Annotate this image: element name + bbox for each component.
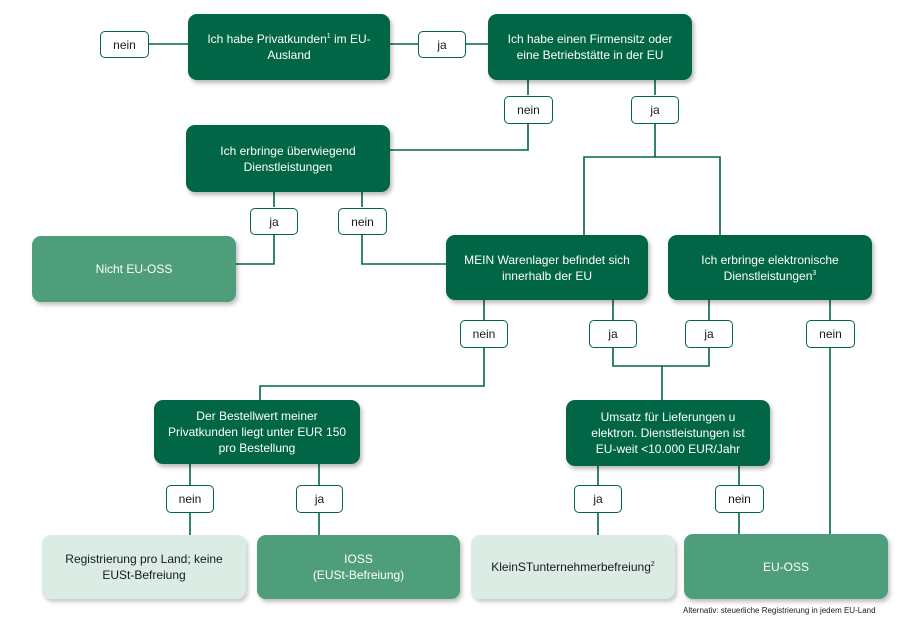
- box-ioss-line2: (EUSt-Befreiung): [312, 568, 405, 582]
- box-eu-oss: EU-OSS: [684, 534, 888, 599]
- box-registrierung-line1: Registrierung pro Land; keine: [65, 552, 223, 566]
- box-firmensitz: Ich habe einen Firmensitz oder eine Betr…: [488, 14, 692, 80]
- box-umsatz-line3: EU-weit <10.000 EUR/Jahr: [595, 442, 741, 456]
- box-privatkunden: Ich habe Privatkunden1 im EU-Ausland: [188, 14, 390, 80]
- label-ja-firmensitz: ja: [631, 96, 679, 124]
- label-nein-umsatz: nein: [715, 485, 764, 513]
- box-ioss-line1: IOSS: [344, 552, 373, 566]
- box-privatkunden-text: Ich habe Privatkunden1 im EU-Ausland: [207, 32, 371, 62]
- label-ja-dienstleistungen: ja: [250, 208, 298, 235]
- box-umsatz: Umsatz für Lieferungen u elektron. Diens…: [566, 400, 770, 466]
- label-nein-firmensitz: nein: [504, 96, 553, 124]
- box-elektronische-line2: Dienstleistungen3: [723, 268, 817, 283]
- footnote: Alternativ: steuerliche Registrierung in…: [683, 606, 876, 615]
- label-nein-warenlager: nein: [460, 320, 508, 348]
- box-firmensitz-line2: eine Betriebstätte in der EU: [516, 48, 664, 62]
- label-nein-privatkunden: nein: [100, 31, 149, 58]
- label-ja-privatkunden: ja: [418, 31, 466, 58]
- box-warenlager-line2: innerhalb der EU: [501, 268, 593, 283]
- label-ja-elektronische: ja: [685, 320, 733, 348]
- box-firmensitz-line1: Ich habe einen Firmensitz oder: [507, 32, 673, 46]
- label-nein-bestellwert: nein: [166, 485, 214, 513]
- box-registrierung-line2: EUSt-Befreiung: [102, 568, 186, 582]
- label-nein-dienstleistungen: nein: [338, 208, 387, 235]
- label-ja-bestellwert: ja: [296, 485, 343, 513]
- box-dienstleistungen-line2: Dienstleistungen: [243, 159, 333, 174]
- box-warenlager: MEIN Warenlager befindet sich innerhalb …: [446, 235, 648, 300]
- box-kleinunternehmer: KleinSTunternehmerbefreiung2: [471, 535, 675, 599]
- box-registrierung: Registrierung pro Land; keine EUSt-Befre…: [42, 535, 246, 599]
- box-elektronische: Ich erbringe elektronische Dienstleistun…: [668, 235, 872, 300]
- box-nicht-eu-oss: Nicht EU-OSS: [32, 236, 236, 302]
- box-ioss: IOSS (EUSt-Befreiung): [257, 535, 460, 599]
- box-elektronische-line1: Ich erbringe elektronische: [701, 252, 839, 267]
- box-bestellwert-line2: Privatkunden liegt unter EUR 150: [167, 425, 347, 439]
- box-dienstleistungen: Ich erbringe überwiegend Dienstleistunge…: [186, 125, 390, 192]
- box-umsatz-line2: elektron. Dienstleistungen ist: [591, 426, 745, 440]
- label-ja-warenlager: ja: [589, 320, 637, 348]
- box-bestellwert-line3: pro Bestellung: [218, 441, 296, 455]
- box-umsatz-line1: Umsatz für Lieferungen u: [600, 410, 736, 424]
- label-ja-umsatz: ja: [574, 485, 622, 513]
- box-bestellwert: Der Bestellwert meiner Privatkunden lieg…: [154, 400, 360, 464]
- box-bestellwert-line1: Der Bestellwert meiner: [196, 409, 318, 423]
- label-nein-elektronische: nein: [806, 320, 855, 348]
- box-warenlager-line1: MEIN Warenlager befindet sich: [464, 252, 630, 267]
- box-dienstleistungen-line1: Ich erbringe überwiegend: [220, 143, 356, 158]
